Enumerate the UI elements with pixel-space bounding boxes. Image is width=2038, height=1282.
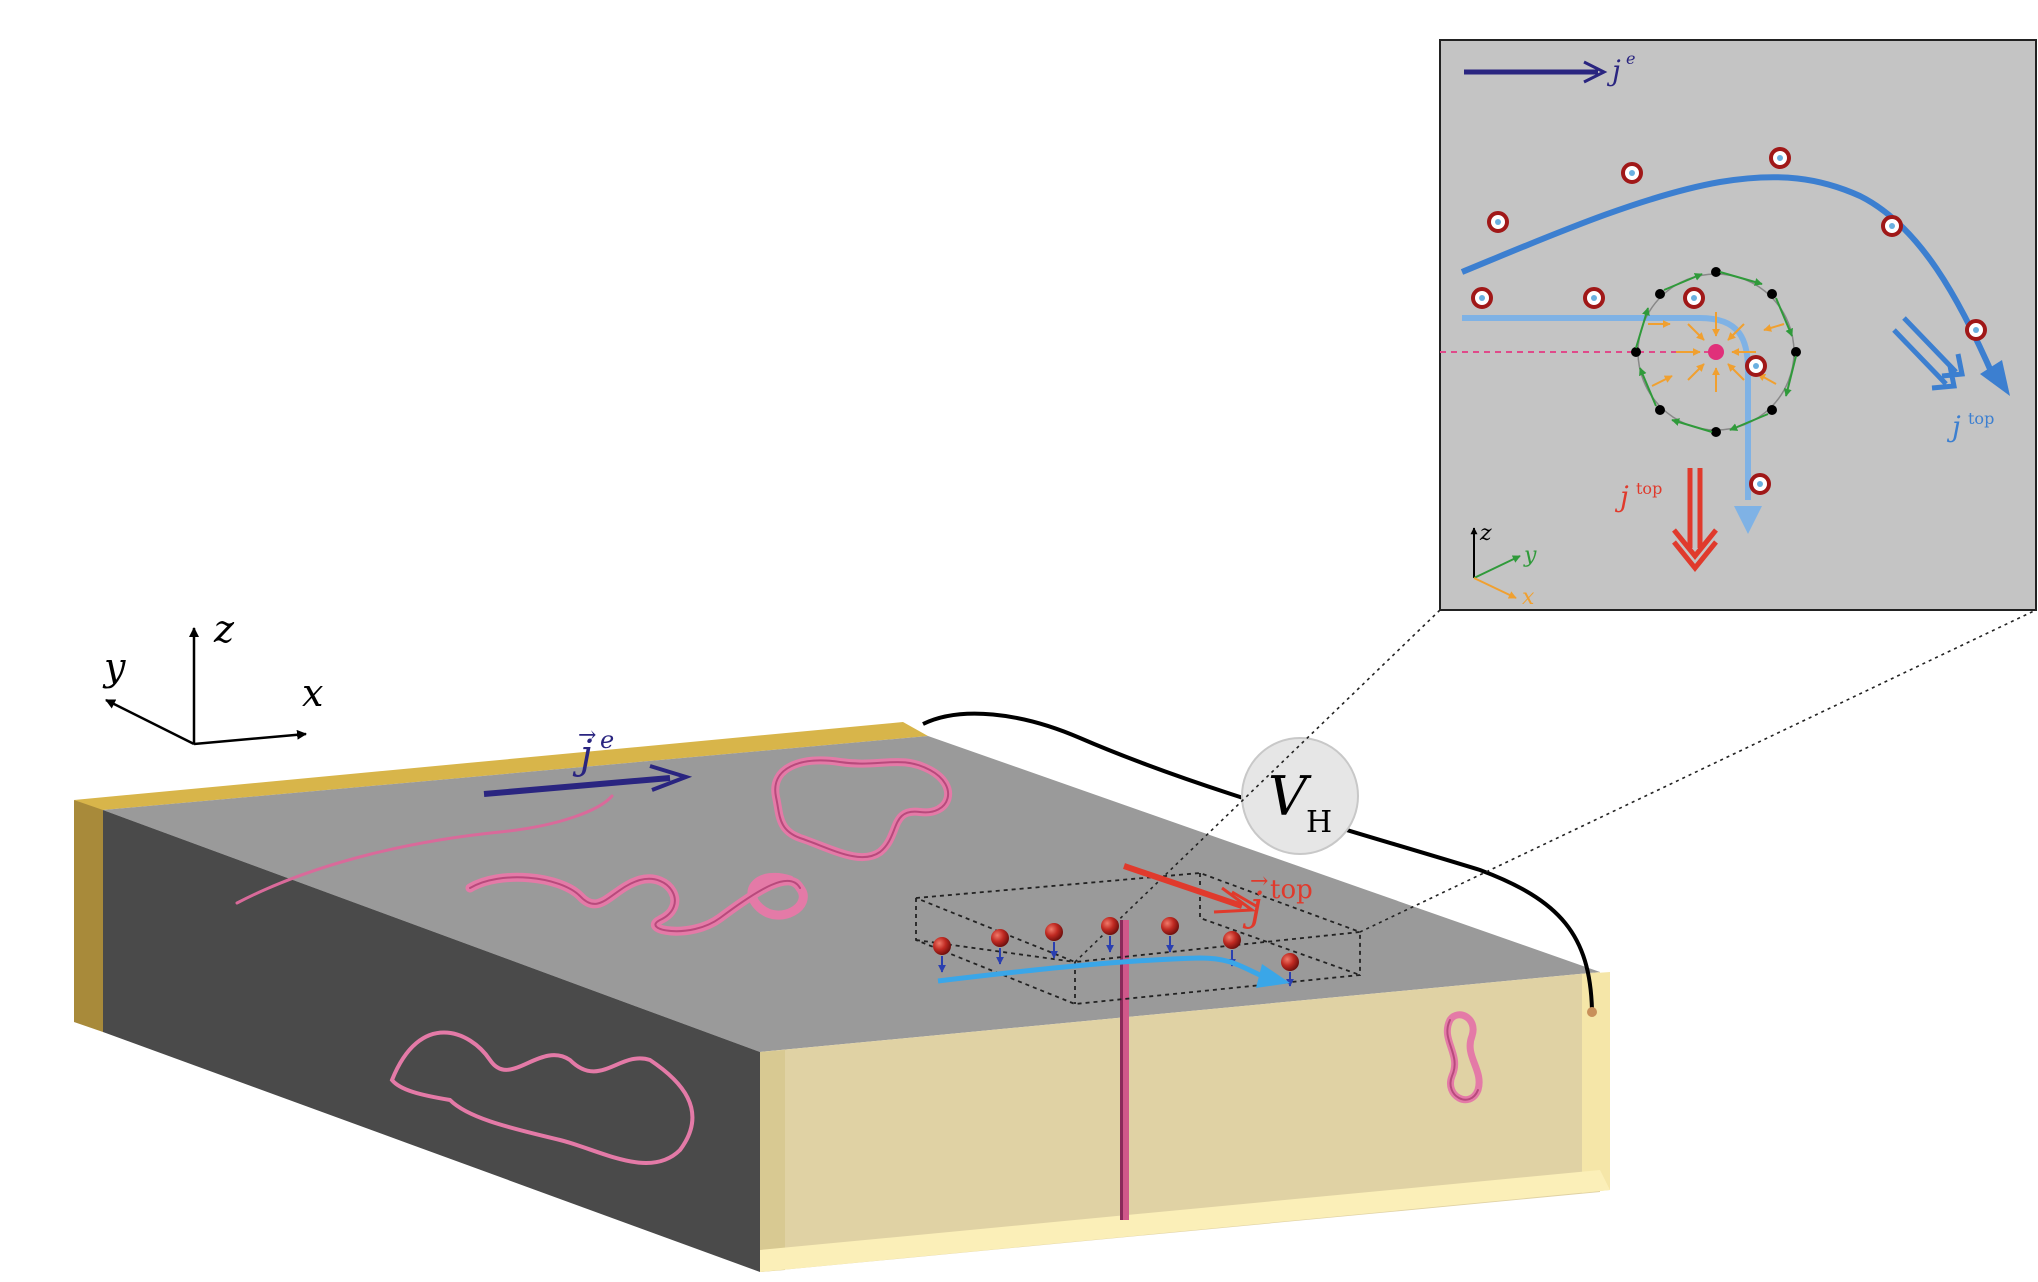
skyrmion-defect-icon [1708, 344, 1724, 360]
inset-jtop-deflected-path [1460, 174, 1997, 380]
main-axis-y-label: y [102, 645, 126, 689]
spin-sphere-icon [1045, 923, 1063, 959]
spin-sphere-icon [1281, 953, 1299, 987]
main-axes [105, 627, 307, 746]
vortex-loop-icon [389, 1030, 695, 1165]
front-bottom-strip [760, 1170, 1610, 1272]
inset-defects [1471, 147, 1987, 495]
hall-voltage-subscript: H [1306, 805, 1332, 840]
inset-green-arrows [1635, 271, 1797, 433]
skyrmion-defect-icon [1745, 355, 1767, 377]
vortex-loop-icon [235, 794, 614, 905]
hall-voltage-label: V [1268, 765, 1312, 828]
inset-jtop-bent-arrowhead [1734, 506, 1762, 534]
inset-orange-arrows [1648, 312, 1785, 392]
svg-text:top: top [1968, 409, 1994, 428]
main-axis-x-label: x [302, 671, 323, 715]
top-surface [103, 736, 1600, 1052]
inset-axis-y-label: y [1523, 543, 1537, 568]
left-contact-face [74, 800, 103, 1032]
skyrmion-defect-icon [1749, 473, 1771, 495]
skyrmion-defect-icon [1965, 319, 1987, 341]
jtop-surface-flow-arrow [937, 955, 1264, 984]
svg-text:top: top [1636, 479, 1662, 498]
skyrmion-string [1120, 920, 1129, 1220]
inset-axis-z-label: z [1479, 521, 1492, 546]
inset-je-arrowhead [1583, 60, 1608, 84]
je-main-arrowhead [649, 764, 693, 792]
svg-text:e: e [600, 726, 614, 754]
inset-axis-x-label: x [1522, 585, 1535, 610]
left-face [103, 810, 760, 1272]
jtop-main-arrowhead [1213, 886, 1257, 914]
spin-sphere-icon [991, 929, 1009, 965]
zoom-projection-lines [1074, 609, 2037, 963]
skyrmion-defect-icon [1683, 287, 1705, 309]
vortex-loop-icon [1446, 1019, 1479, 1101]
spin-sphere-icon [933, 937, 951, 973]
jtop-main-arrow [1123, 863, 1243, 909]
svg-text:e: e [1626, 49, 1635, 68]
inset-panel [1439, 39, 2037, 611]
main-axis-z-label: z [213, 607, 235, 651]
svg-text:top: top [1270, 875, 1313, 905]
skyrmion-defect-icon [1769, 147, 1791, 169]
spin-sphere-icon [1101, 917, 1119, 953]
right-face [1582, 972, 1610, 1193]
skyrmion-defect-icon [1621, 162, 1643, 184]
vortex-loop-icon [774, 759, 950, 859]
skyrmion-defect-icon [1583, 287, 1605, 309]
vortex-loop-icon [469, 876, 801, 933]
jtop-surface-flow-arrowhead [1256, 964, 1290, 988]
top-gold-contact [74, 722, 928, 810]
defect-loops [235, 756, 1483, 1165]
je-main-arrow [483, 775, 671, 797]
skyrmion-defect-icon [1881, 215, 1903, 237]
zoom-inset: j e j top [1439, 39, 2037, 611]
inset-ring-nodes [1631, 267, 1801, 437]
skyrmion-defect-icon [1471, 287, 1493, 309]
svg-text:→: → [578, 723, 596, 748]
hall-voltmeter: V H [1241, 737, 1359, 855]
wire-contact-dot [1587, 1007, 1597, 1017]
inset-axes [1470, 527, 1521, 599]
svg-text:→: → [1250, 869, 1268, 894]
material-slab [74, 722, 1610, 1272]
inset-jtop-red-arrow [1672, 468, 1718, 572]
spin-sphere-icon [1161, 917, 1179, 953]
front-face-edge [760, 1050, 785, 1272]
inset-jtop-double-arrow [1892, 316, 1965, 391]
skyrmion-defect-icon [1487, 211, 1509, 233]
inset-jtop-deflected-arrowhead [1980, 360, 2010, 396]
spin-row [933, 917, 1299, 987]
